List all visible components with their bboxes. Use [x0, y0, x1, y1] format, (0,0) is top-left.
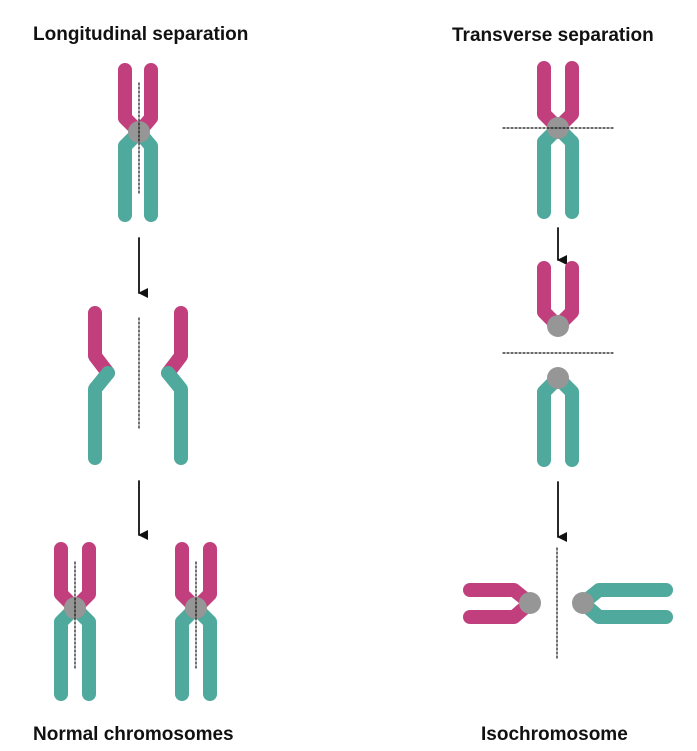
chromatid-top-arm — [161, 306, 188, 380]
chromatid-bottom-arm — [537, 371, 565, 467]
chromatid-bottom-arm — [537, 121, 565, 219]
chromatid-bottom-arm — [551, 121, 579, 219]
chromatid-bottom-arm — [576, 583, 673, 610]
chromosome-transverse-1 — [502, 61, 614, 219]
centromere — [572, 592, 594, 614]
chromatid-bottom-arm — [54, 601, 82, 701]
chromatid-bottom-arm — [551, 371, 579, 467]
chromosome-longitudinal-1 — [118, 63, 158, 222]
chromatid-bottom-arm — [132, 125, 158, 222]
normal-chromosome-right — [175, 542, 217, 701]
centromere — [547, 367, 569, 389]
chromatid-bottom-arm — [189, 601, 217, 701]
chromatid-bottom-arm — [161, 366, 188, 465]
heading-transverse-separation: Transverse separation — [452, 25, 654, 46]
separated-chromatids-longitudinal — [88, 306, 188, 465]
chromatid-bottom-arm — [576, 596, 673, 624]
chromatid-bottom-arm — [88, 366, 115, 465]
chromatid-bottom-arm — [68, 601, 96, 701]
heading-longitudinal-separation: Longitudinal separation — [33, 24, 249, 45]
transverse-bottom-half — [537, 367, 579, 467]
heading-normal-chromosomes: Normal chromosomes — [33, 724, 234, 745]
chromatid-top-arm — [88, 306, 115, 380]
chromatid-bottom-arm — [118, 125, 146, 222]
centromere — [519, 592, 541, 614]
centromere — [547, 117, 569, 139]
heading-isochromosome: Isochromosome — [481, 724, 628, 745]
chromatid-bottom-arm — [175, 601, 203, 701]
transverse-top-half — [537, 261, 579, 337]
centromere — [547, 315, 569, 337]
normal-chromosome-left — [54, 542, 96, 701]
isochromosome-pair — [463, 547, 673, 659]
